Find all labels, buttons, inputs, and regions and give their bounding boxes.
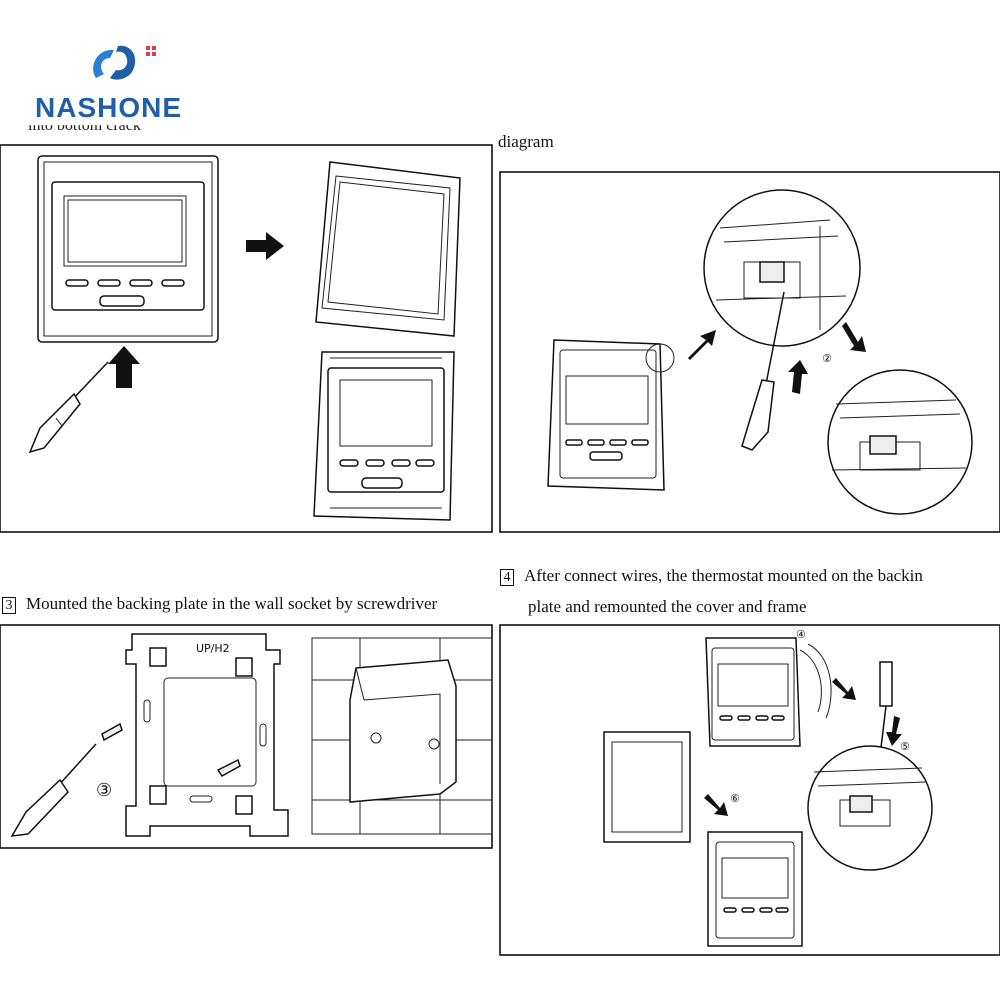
step3-caption-text: Mounted the backing plate in the wall so… bbox=[26, 594, 438, 613]
arrow-down-right-icon bbox=[832, 678, 856, 700]
step3-caption: 3 Mounted the backing plate in the wall s… bbox=[2, 594, 437, 614]
step2-callout: ② bbox=[822, 352, 832, 365]
cover-frame bbox=[603, 731, 691, 843]
screwdriver-icon bbox=[10, 743, 97, 837]
arrow-up-right-icon bbox=[688, 330, 716, 360]
thermostat-without-frame bbox=[313, 351, 455, 521]
zoom-detail-mount bbox=[807, 745, 933, 871]
screwdriver-icon bbox=[741, 291, 785, 451]
arrow-down-right-icon bbox=[842, 322, 866, 352]
screwdriver-icon bbox=[28, 361, 109, 454]
zoom-detail-before bbox=[703, 189, 861, 347]
step4-callout-4: ④ bbox=[796, 628, 806, 641]
motion-lines bbox=[799, 643, 832, 719]
wall-socket-box bbox=[312, 638, 492, 834]
step4-callout-5: ⑤ bbox=[900, 740, 910, 753]
thermostat-assembled bbox=[707, 831, 803, 947]
brand-logo bbox=[88, 38, 178, 88]
step1-cut-caption: into bottom crack bbox=[28, 117, 141, 134]
step3-callout: ③ bbox=[96, 780, 112, 801]
step2-label: diagram bbox=[498, 132, 554, 151]
step4-caption-line1: After connect wires, the thermostat moun… bbox=[524, 566, 923, 585]
thermostat-small bbox=[547, 339, 665, 491]
step2-panel bbox=[499, 171, 1000, 533]
removed-frame bbox=[315, 161, 461, 337]
screwdriver-icon bbox=[879, 661, 893, 757]
arrow-down-icon bbox=[886, 716, 902, 746]
brand-name: NASHONE bbox=[35, 92, 183, 123]
plate-label: UP/H2 bbox=[196, 642, 230, 655]
backing-plate: UP/H2 bbox=[125, 633, 289, 837]
arrow-down-right-icon bbox=[704, 794, 728, 816]
step4-number: 4 bbox=[500, 569, 514, 586]
zoom-detail-after bbox=[827, 369, 973, 515]
arrow-right-icon bbox=[246, 232, 284, 260]
logo-mark-icon bbox=[93, 45, 156, 80]
step3-number: 3 bbox=[2, 597, 16, 614]
arrow-up-icon bbox=[108, 346, 140, 388]
arrow-up-icon bbox=[788, 360, 808, 394]
step4-caption-line2: plate and remounted the cover and frame bbox=[528, 597, 807, 616]
screw-icon bbox=[101, 722, 241, 777]
step4-caption: 4 After connect wires, the thermostat mou… bbox=[500, 566, 1000, 586]
thermostat-body bbox=[705, 637, 801, 747]
step4-panel bbox=[499, 624, 1000, 956]
thermostat-front-view bbox=[37, 155, 219, 343]
step1-panel bbox=[0, 144, 493, 533]
wall-box-frame bbox=[311, 637, 493, 835]
step4-callout-6: ⑥ bbox=[730, 792, 740, 805]
